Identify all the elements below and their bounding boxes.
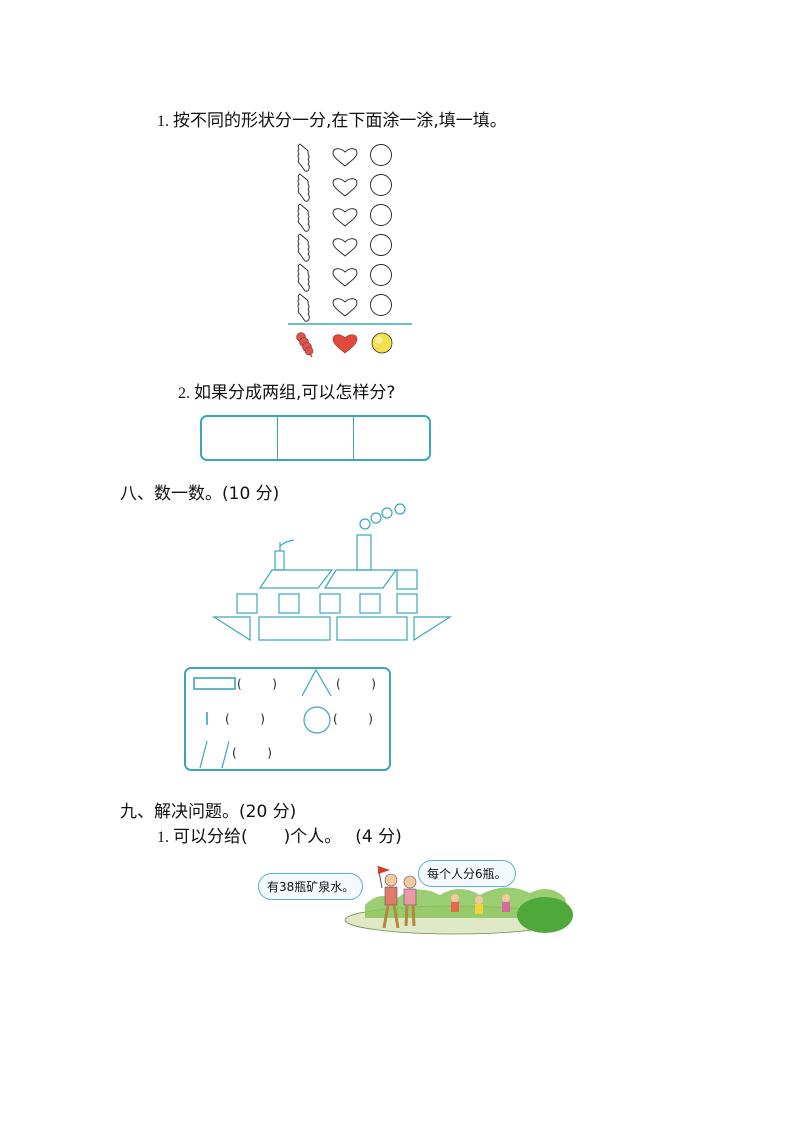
section-8-title: 八、数一数。(10 分) [120,484,280,504]
adult-man [377,865,400,929]
q1-heading: 1.按不同的形状分一分,在下面涂一涂,填一填。 [157,106,507,131]
circle-icon [303,706,331,734]
smoke-circle-icon [359,518,371,530]
adult-woman [403,875,417,927]
colored-heart-icon [332,334,358,354]
triangle-count-answer[interactable]: ( ) [336,677,376,691]
shape-count-box [184,667,391,771]
grouping-cell-2[interactable] [278,417,354,459]
grouping-answer-box [200,415,431,461]
colored-stick-icon [296,332,314,358]
square-count-answer[interactable]: ( ) [225,712,265,726]
q2-number: 2. [178,385,190,402]
bush-right [517,897,573,933]
rectangle-count-answer[interactable]: ( ) [237,677,277,691]
flag-icon [378,866,390,874]
cabin-square [396,569,418,590]
s9-q1-text-after: )个人。 [283,827,342,847]
s9-q1-number: 1. [157,829,169,846]
speech-bubble-left: 有38瓶矿泉水。 [258,873,364,900]
window-square [359,593,381,614]
smoke-circle-icon [394,503,406,515]
rectangle-icon [193,677,236,690]
smoke-circle-icon [370,512,382,524]
shape-sorting-grid [288,143,412,358]
grouping-cell-1[interactable] [202,417,278,459]
flag [279,539,295,547]
hull-rectangle-2 [336,616,408,641]
triangle-icon [301,668,332,697]
s9-q1-points: (4 分) [355,827,402,847]
window-square [319,593,341,614]
smoke-circle-icon [381,507,393,519]
section-9-title: 九、解决问题。(20 分) [120,802,297,822]
s9-q1-text-before: 可以分给( [173,827,248,847]
s9-q1: 1.可以分给( )个人。 (4 分) [157,822,402,847]
window-square [396,593,418,614]
speech-bubble-right: 每个人分6瓶。 [418,860,516,887]
children [451,894,510,914]
hull-right-triangle [413,616,453,642]
window-square [236,593,258,614]
q2-heading: 2.如果分成两组,可以怎样分? [178,378,395,403]
q1-text: 按不同的形状分一分,在下面涂一涂,填一填。 [173,111,507,131]
circle-count-answer[interactable]: ( ) [333,712,373,726]
q2-text: 如果分成两组,可以怎样分? [194,383,396,403]
hull-rectangle-1 [258,616,331,641]
hull-left-triangle [211,616,251,642]
parallelogram-icon [221,740,230,769]
q1-number: 1. [157,113,169,130]
roof-parallelogram-1 [258,569,334,589]
roof-parallelogram-2 [323,569,398,589]
parallelogram-icon [199,740,208,769]
parallelogram-count-answer[interactable]: ( ) [232,746,272,760]
window-square [278,593,300,614]
